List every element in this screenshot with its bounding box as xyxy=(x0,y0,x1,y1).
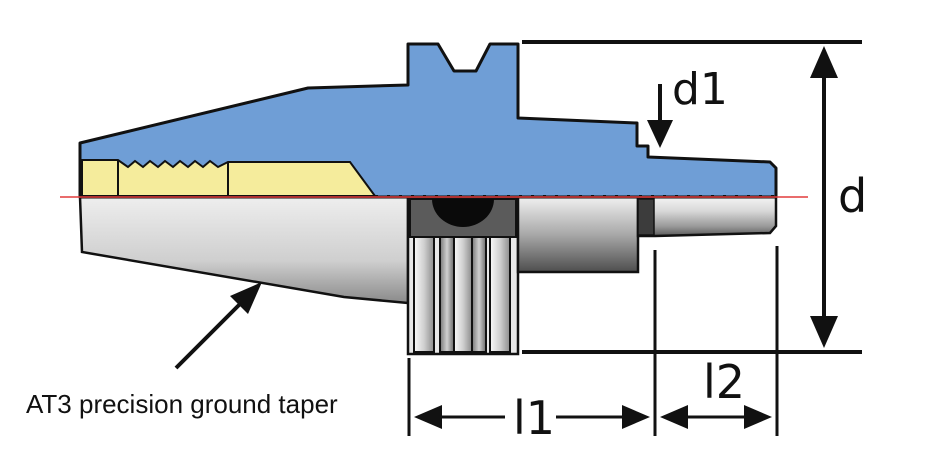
drive-slot xyxy=(432,199,494,227)
label-l1: l1 xyxy=(513,391,555,445)
label-l2: l2 xyxy=(703,355,745,409)
taper-callout: AT3 precision ground taper xyxy=(26,282,338,419)
label-d: d xyxy=(838,169,867,223)
taper-exterior xyxy=(78,195,410,305)
exterior-half xyxy=(78,195,778,356)
body-section xyxy=(78,42,778,199)
dimension-d1: d1 xyxy=(647,64,728,148)
caption-taper: AT3 precision ground taper xyxy=(26,389,338,419)
shank-exterior xyxy=(516,195,640,274)
nose-exterior xyxy=(636,195,778,238)
label-d1: d1 xyxy=(672,64,728,115)
section-half xyxy=(78,42,778,199)
dimension-d: d xyxy=(522,40,867,354)
dimension-l2: l2 xyxy=(660,246,779,436)
dimension-l1: l1 xyxy=(407,250,657,445)
